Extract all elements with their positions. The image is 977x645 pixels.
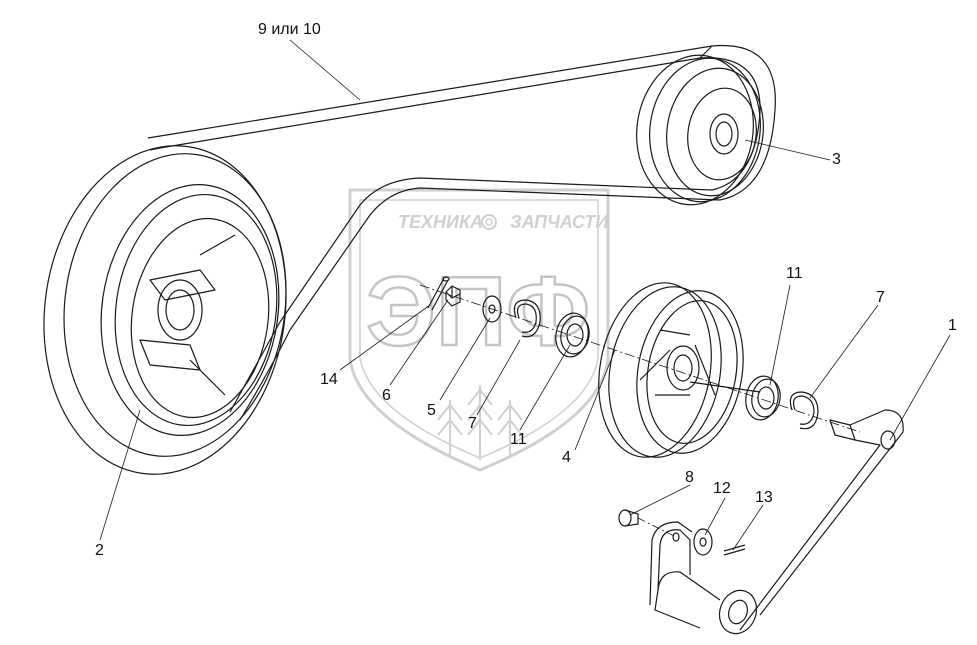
- parts: [43, 39, 951, 635]
- callout-11-left: 11: [510, 431, 527, 448]
- callout-7-right: 7: [876, 289, 885, 306]
- castle-nut: [445, 285, 461, 307]
- callout-12: 12: [713, 480, 731, 497]
- callout-5: 5: [427, 402, 436, 419]
- callout-3: 3: [832, 151, 841, 168]
- cotter-pin: [427, 276, 450, 311]
- wheat-ear-icon: [437, 385, 523, 460]
- gear-icon: [481, 214, 497, 230]
- watermark-shield: [348, 188, 610, 472]
- tensioner-arm: [654, 409, 904, 635]
- cotter-pin-13: [723, 544, 746, 556]
- leader-lines: [99, 39, 951, 551]
- watermark-line1: ТЕХНИКА: [398, 212, 483, 232]
- retaining-ring-right: [789, 391, 819, 430]
- large-pulley: [43, 145, 287, 475]
- callout-1: 1: [948, 317, 957, 334]
- washer-12: [693, 528, 713, 556]
- callout-9-or-10: 9 или 10: [258, 21, 321, 38]
- callout-2: 2: [95, 542, 104, 559]
- assembly-axis: [419, 284, 861, 433]
- watermark-logo: ЭПФ: [366, 256, 590, 366]
- callout-14: 14: [320, 371, 338, 388]
- belt: [147, 44, 776, 421]
- bracket: [649, 521, 693, 606]
- callout-13: 13: [755, 489, 773, 506]
- callout-7-left: 7: [468, 415, 477, 432]
- retaining-ring-left: [513, 299, 541, 338]
- bearing-right: [745, 375, 781, 421]
- small-pulley: [636, 54, 764, 206]
- tensioner-pulley: [598, 282, 761, 458]
- callout-8: 8: [685, 469, 694, 486]
- watermark-line2: ЗАПЧАСТИ: [510, 212, 609, 232]
- bearing-left: [555, 312, 590, 358]
- watermark: ТЕХНИКА ЗАПЧАСТИ ЭПФ: [348, 188, 610, 472]
- callout-11-right: 11: [786, 265, 803, 282]
- callout-4: 4: [562, 449, 571, 466]
- pin: [618, 509, 677, 538]
- callout-6: 6: [382, 387, 391, 404]
- washer: [482, 295, 502, 323]
